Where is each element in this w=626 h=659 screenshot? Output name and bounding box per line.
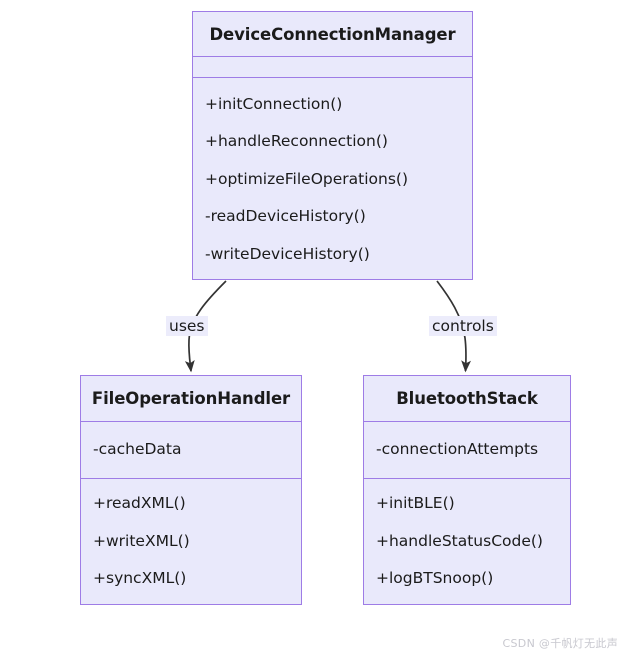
- class-method: +syncXML(): [93, 569, 187, 588]
- class-method: -readDeviceHistory(): [205, 207, 366, 226]
- class-node-device-connection-manager[interactable]: DeviceConnectionManager +initConnection(…: [192, 11, 473, 280]
- class-attributes-compartment: -connectionAttempts: [364, 422, 570, 479]
- class-name-label: DeviceConnectionManager: [209, 24, 456, 44]
- class-attributes-compartment: -cacheData: [81, 422, 301, 479]
- class-method: +initBLE(): [376, 494, 455, 513]
- edge-label-controls: controls: [429, 316, 497, 337]
- class-methods-compartment: +initConnection() +handleReconnection() …: [193, 78, 472, 279]
- class-attributes-compartment: [193, 57, 472, 78]
- class-name-label: FileOperationHandler: [91, 389, 291, 408]
- class-methods-compartment: +initBLE() +handleStatusCode() +logBTSno…: [364, 479, 570, 604]
- class-method: +optimizeFileOperations(): [205, 169, 409, 188]
- class-node-file-operation-handler[interactable]: FileOperationHandler -cacheData +readXML…: [80, 375, 302, 605]
- class-method: +handleStatusCode(): [376, 531, 543, 550]
- class-method: +writeXML(): [93, 531, 190, 550]
- class-title-row: DeviceConnectionManager: [193, 12, 472, 57]
- class-method: +initConnection(): [205, 94, 343, 113]
- class-methods-compartment: +readXML() +writeXML() +syncXML(): [81, 479, 301, 604]
- class-attribute: -connectionAttempts: [376, 440, 539, 459]
- class-title-row: BluetoothStack: [364, 376, 570, 422]
- class-node-bluetooth-stack[interactable]: BluetoothStack -connectionAttempts +init…: [363, 375, 571, 605]
- class-title-row: FileOperationHandler: [81, 376, 301, 422]
- class-method: +handleReconnection(): [205, 132, 388, 151]
- watermark-text: CSDN @千帆灯无此声: [502, 637, 618, 650]
- class-attribute: -cacheData: [93, 440, 182, 459]
- class-name-label: BluetoothStack: [396, 389, 538, 408]
- class-method: +readXML(): [93, 494, 186, 513]
- class-method: -writeDeviceHistory(): [205, 244, 370, 263]
- class-method: +logBTSnoop(): [376, 569, 494, 588]
- edge-label-uses: uses: [166, 316, 208, 337]
